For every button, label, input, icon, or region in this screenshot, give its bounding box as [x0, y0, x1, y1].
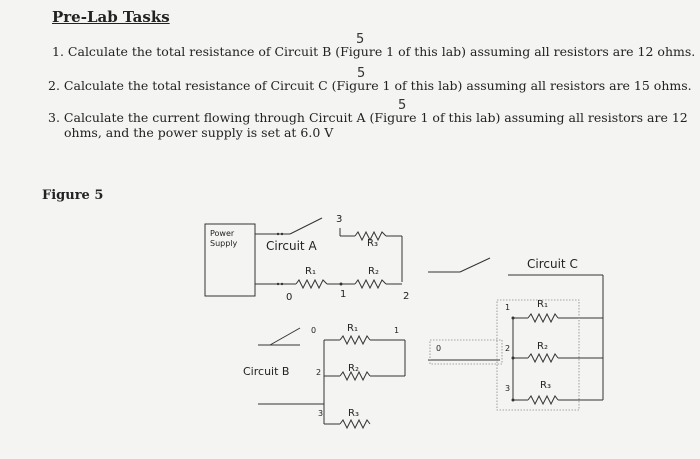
circuit-b-node-3: 3 [318, 409, 323, 418]
task-3: 3. Calculate the current flowing through… [48, 110, 688, 125]
handwritten-correction-1: 5 [356, 32, 365, 47]
task-3-number: 3. [48, 110, 60, 125]
circuit-c-r1-label: R₁ [537, 299, 548, 310]
circuit-c-node-1: 1 [505, 303, 510, 312]
circuit-a-node-0: 0 [286, 292, 292, 303]
circuit-c-resistor-r3 [527, 394, 559, 406]
circuit-b-resistor-r2 [339, 370, 371, 382]
circuit-a-resistor-r1 [295, 278, 328, 290]
circuit-c-resistor-r1 [527, 312, 559, 324]
circuit-b-r3-label: R₃ [348, 408, 359, 419]
circuit-c-r2-label: R₂ [537, 341, 548, 352]
circuit-b-r1-label: R₁ [347, 323, 358, 334]
circuit-b-node-2: 2 [316, 368, 321, 377]
circuit-a-node-2: 2 [403, 291, 409, 302]
handwritten-correction-3: 5 [398, 98, 407, 113]
task-3-line2: ohms, and the power supply is set at 6.0… [64, 125, 334, 140]
circuit-c-node-0: 0 [436, 344, 441, 353]
page-heading: Pre-Lab Tasks [52, 8, 170, 26]
circuit-a-r2-label: R₂ [368, 266, 379, 277]
circuit-a-node-3: 3 [336, 214, 342, 225]
circuit-b-switch [269, 327, 301, 346]
circuit-a-switch [289, 217, 323, 235]
task-1: 1. Calculate the total resistance of Cir… [52, 44, 695, 59]
circuit-c-dotted-frame-left [429, 339, 503, 365]
circuit-c-name: Circuit C [527, 257, 578, 271]
task-1-text: Calculate the total resistance of Circui… [67, 44, 696, 59]
circuit-c-node-2: 2 [505, 344, 510, 353]
circuit-b-node-0: 0 [311, 326, 316, 335]
power-supply-label-line1: Power [210, 229, 235, 238]
circuit-a-resistor-r2 [354, 278, 387, 290]
power-supply-label-line2: Supply [210, 239, 238, 248]
task-2: 2. Calculate the total resistance of Cir… [48, 78, 692, 93]
circuit-b-name: Circuit B [243, 365, 289, 378]
handwritten-correction-2: 5 [357, 66, 366, 81]
circuit-c-r3-label: R₃ [540, 380, 551, 391]
circuit-a-resistor-r3 [354, 230, 387, 242]
task-2-number: 2. [48, 78, 60, 93]
circuit-a-node-1: 1 [340, 289, 346, 300]
circuit-c-resistor-r2 [527, 352, 559, 364]
circuit-c-switch [459, 257, 491, 273]
power-supply-box [204, 223, 256, 297]
task-2-text: Calculate the total resistance of Circui… [63, 78, 692, 93]
task-1-number: 1. [52, 44, 64, 59]
figure-label: Figure 5 [42, 188, 104, 203]
circuit-b-r2-label: R₂ [348, 363, 359, 374]
circuit-a-r1-label: R₁ [305, 266, 316, 277]
circuit-c-node-3: 3 [505, 384, 510, 393]
circuit-b-node-1: 1 [394, 326, 399, 335]
circuit-b-resistor-r3 [339, 418, 371, 430]
task-3-text-line1: Calculate the current flowing through Ci… [63, 110, 688, 125]
circuit-b-resistor-r1 [339, 334, 371, 346]
circuit-a-r3-label: R₃ [367, 238, 378, 249]
circuit-a-name: Circuit A [266, 239, 317, 253]
